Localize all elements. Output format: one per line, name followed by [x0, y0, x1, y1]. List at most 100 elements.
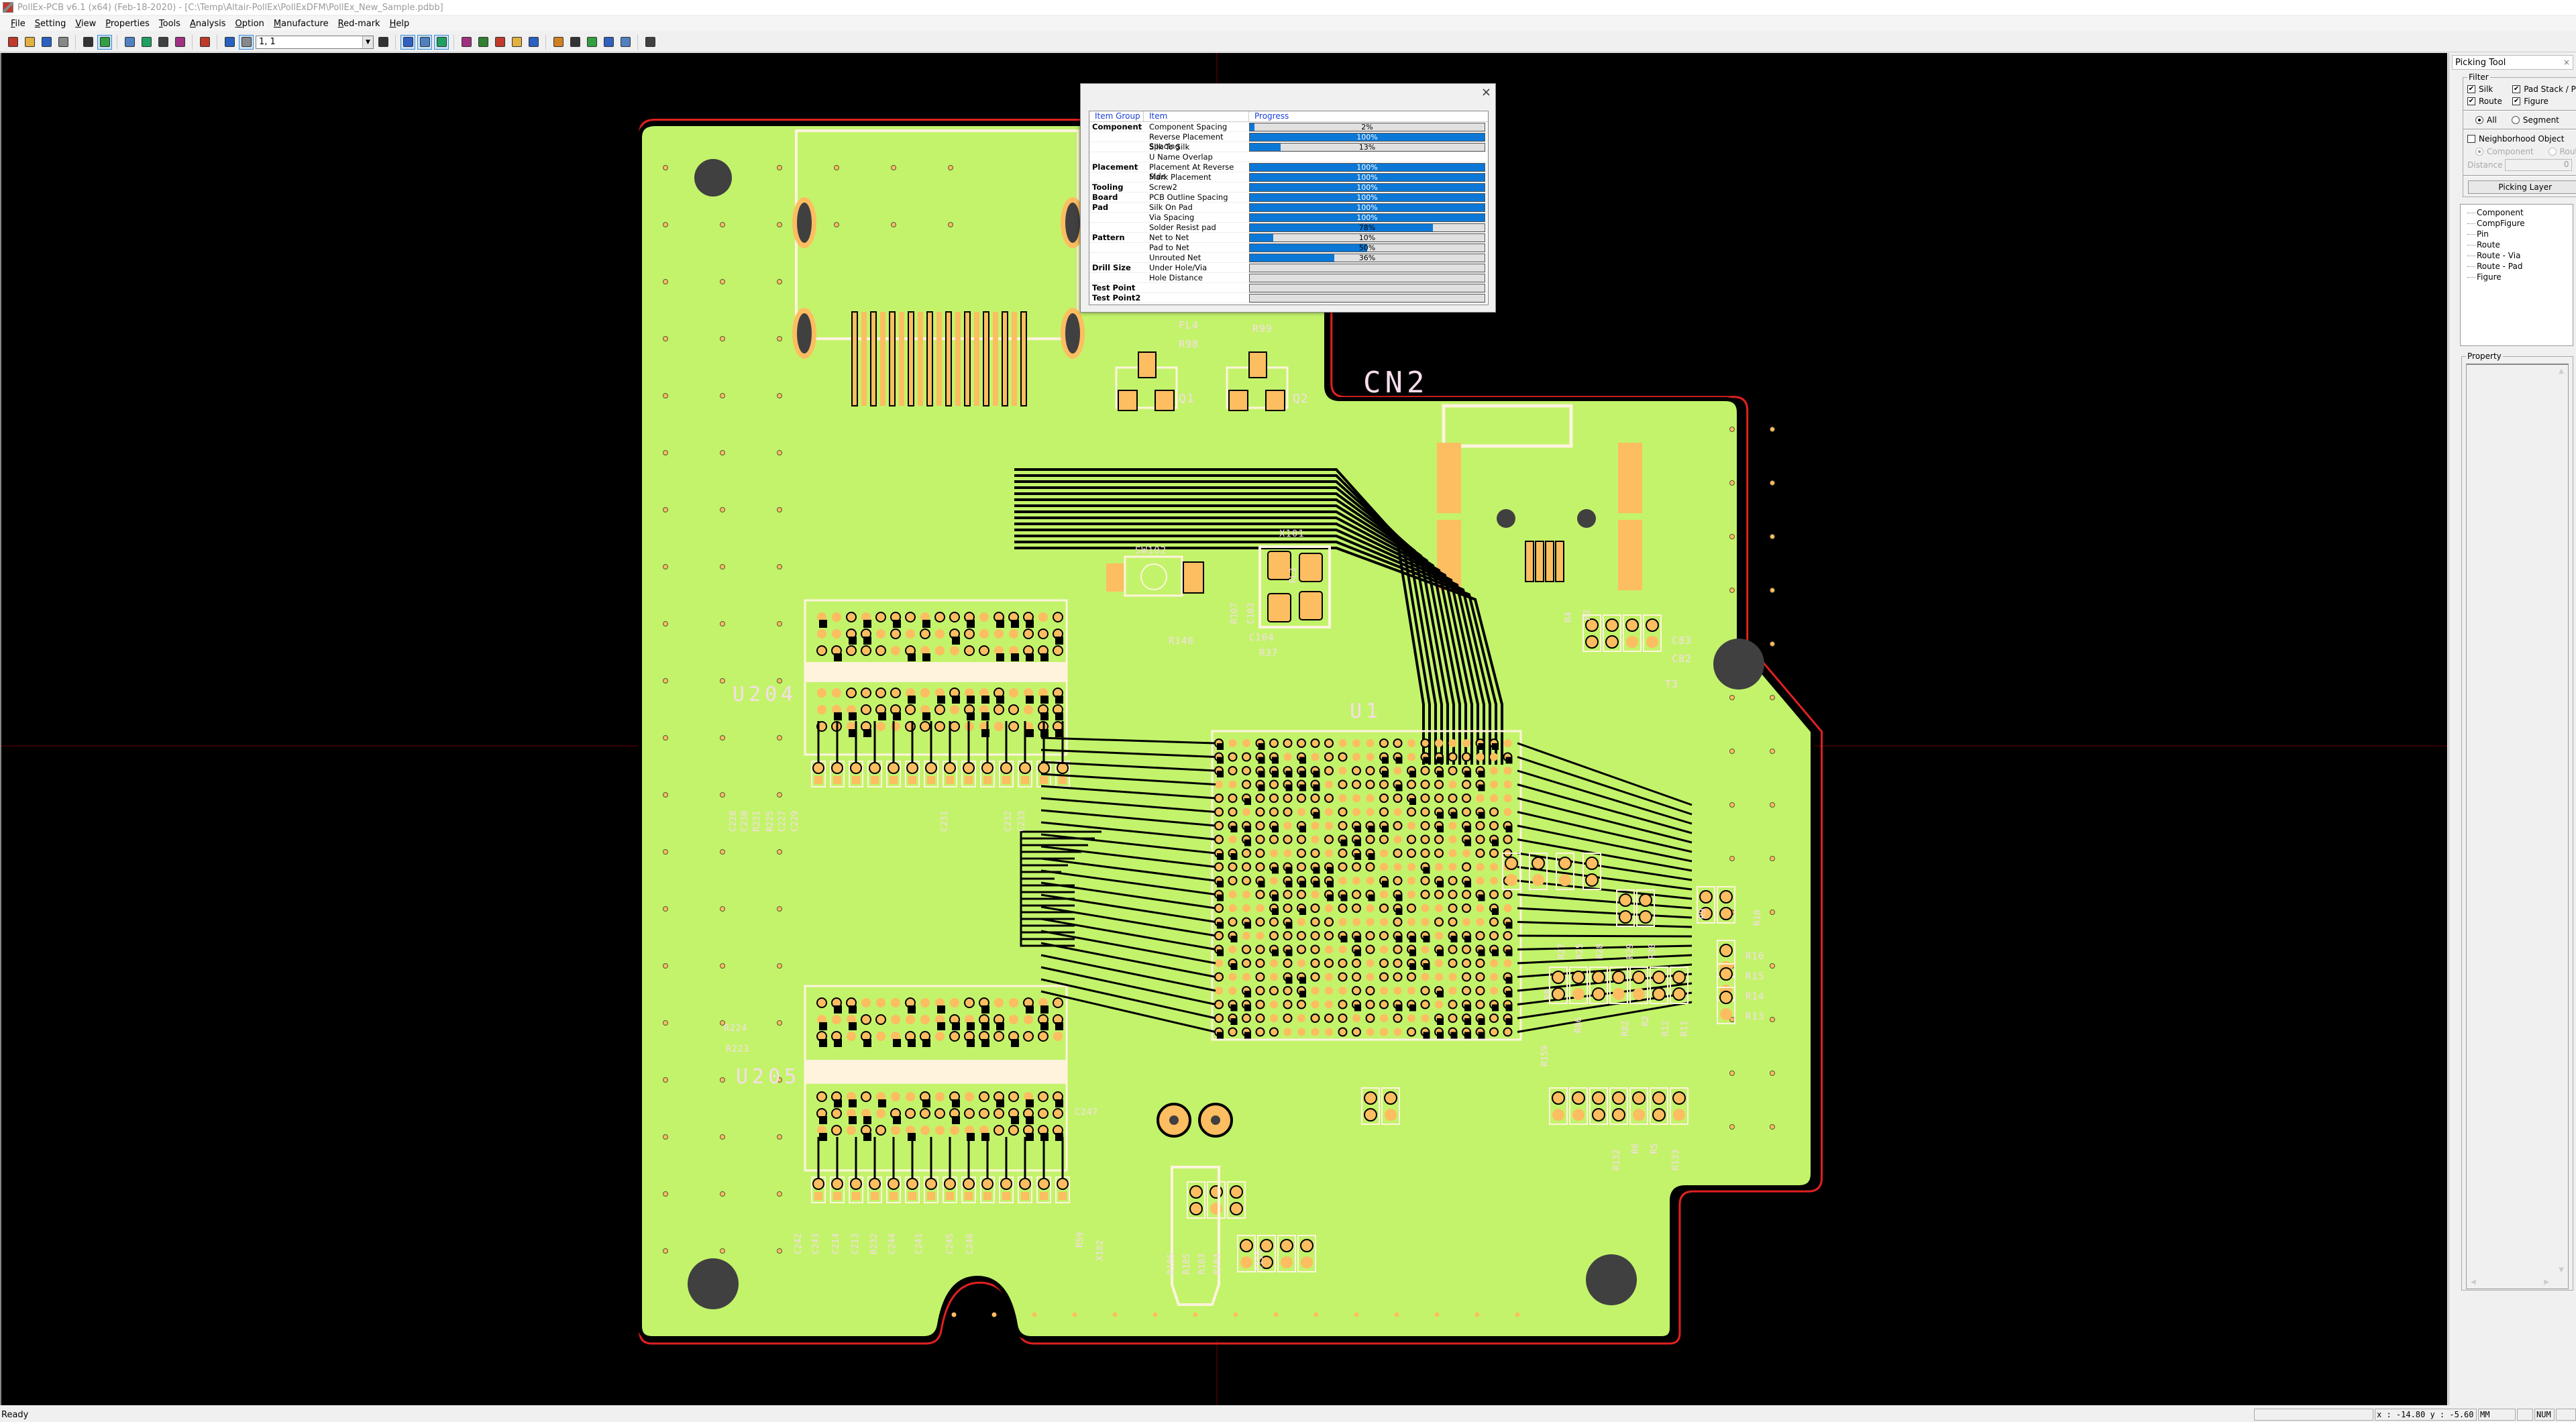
save-button[interactable] [39, 35, 54, 50]
tree-item-component[interactable]: Component [2467, 207, 2573, 218]
layer-p-button[interactable] [239, 34, 254, 50]
progress-row[interactable]: Drill Size Under Hole/Via [1089, 263, 1488, 273]
camera-button[interactable] [643, 35, 657, 50]
chevron-down-icon[interactable]: ▼ [362, 36, 373, 48]
menu-setting[interactable]: Setting [34, 18, 66, 29]
progress-row[interactable]: Tooling Screw2 100% [1089, 182, 1488, 193]
zoom-window-button[interactable] [156, 35, 170, 50]
copper-fill [1011, 653, 1019, 661]
bga-ball [1393, 1014, 1403, 1023]
tree-item-route-pad[interactable]: Route - Pad [2467, 261, 2573, 272]
tree-item-figure[interactable]: Figure [2467, 272, 2573, 282]
progress-row[interactable]: Component Component Spacing 2% [1089, 122, 1488, 132]
progress-row[interactable]: Via Spacing 100% [1089, 213, 1488, 223]
progress-row[interactable]: U Name Overlap [1089, 152, 1488, 162]
close-icon[interactable]: × [1481, 85, 1491, 99]
edit-button[interactable] [568, 35, 582, 50]
progress-row[interactable]: Test Point2 [1089, 293, 1488, 303]
layer-combo[interactable]: 1, 1▼ [256, 35, 374, 49]
menu-file[interactable]: File [11, 18, 25, 29]
display-both-button[interactable] [417, 34, 432, 50]
layer-view-button[interactable] [197, 35, 212, 50]
progress-row[interactable]: Board PCB Outline Spacing 100% [1089, 193, 1488, 203]
filter-pad-stack-pin-checkbox[interactable]: ✔Pad Stack / Pin [2512, 85, 2576, 94]
layer-settings-button[interactable] [376, 35, 390, 50]
progress-row[interactable]: Mark Placement 100% [1089, 172, 1488, 182]
bga-ball [1490, 794, 1498, 802]
text-view-button[interactable] [526, 35, 541, 50]
column-progress[interactable]: Progress [1254, 111, 1289, 121]
select-arrow-button[interactable] [97, 34, 112, 50]
capacitor-pad [831, 762, 843, 774]
filter-silk-checkbox[interactable]: ✔Silk [2467, 85, 2493, 94]
open-folder-button[interactable] [22, 35, 37, 50]
passive-pad [1613, 988, 1625, 1000]
progress-row[interactable]: Hole Distance [1089, 273, 1488, 283]
menu-red-mark[interactable]: Red-mark [337, 18, 380, 29]
scroll-left-icon[interactable]: ◀ [2471, 1278, 2476, 1286]
layer-a-button[interactable] [222, 35, 237, 50]
column-item[interactable]: Item [1144, 111, 1249, 121]
bga-ball [1283, 834, 1293, 844]
menu-view[interactable]: View [75, 18, 97, 29]
tree-item-compfigure[interactable]: CompFigure [2467, 218, 2573, 229]
display-top-button[interactable] [400, 34, 415, 50]
display-bottom-button[interactable] [434, 34, 449, 50]
report-button[interactable] [584, 35, 599, 50]
menu-analysis[interactable]: Analysis [189, 18, 226, 29]
filter-figure-checkbox[interactable]: ✔Figure [2512, 97, 2548, 106]
passive-silk [1603, 614, 1621, 652]
property-list[interactable]: ▲ ▼ ◀ ▶ [2466, 364, 2569, 1289]
component-view-button[interactable] [459, 35, 474, 50]
scroll-down-icon[interactable]: ▼ [2559, 1266, 2564, 1274]
neighborhood-component-radio[interactable]: Component [2475, 147, 2534, 156]
tree-item-route[interactable]: Route [2467, 239, 2573, 250]
item-cell: Silk On Pad [1149, 203, 1193, 212]
bga-ball [1475, 972, 1485, 982]
progress-row[interactable]: Pad Silk On Pad 100% [1089, 203, 1488, 213]
zoom-in-button[interactable] [122, 35, 137, 50]
menu-manufacture[interactable]: Manufacture [273, 18, 329, 29]
menu-help[interactable]: Help [389, 18, 410, 29]
neighborhood-route-radio[interactable]: Route [2548, 147, 2576, 156]
net-view-button[interactable] [492, 35, 507, 50]
progress-row[interactable]: Placement Placement At Reverse Side 100% [1089, 162, 1488, 181]
progress-row[interactable]: Solder Resist pad 78% [1089, 223, 1488, 233]
filter-route-checkbox[interactable]: ✔Route [2467, 97, 2502, 106]
scroll-up-icon[interactable]: ▲ [2559, 368, 2564, 375]
grid-view-button[interactable] [509, 35, 524, 50]
pin-view-button[interactable] [476, 35, 490, 50]
column-item-group[interactable]: Item Group [1089, 111, 1144, 121]
progress-row[interactable]: Unrouted Net 36% [1089, 253, 1488, 263]
progress-row[interactable]: Silk To Silk 13% [1089, 142, 1488, 152]
mode-segment-radio[interactable]: Segment [2511, 115, 2559, 125]
progress-row[interactable]: Pattern Net to Net 10% [1089, 233, 1488, 243]
check-button[interactable] [551, 35, 566, 50]
close-icon[interactable]: × [2563, 58, 2570, 67]
progress-row[interactable]: Reverse Placement Spacing 100% [1089, 132, 1488, 151]
zoom-fit-button[interactable] [172, 35, 187, 50]
progress-row[interactable]: Test Point [1089, 283, 1488, 293]
stitching-via [1193, 1312, 1198, 1317]
bga-ball [1269, 807, 1279, 817]
picking-layer-button[interactable]: Picking Layer [2468, 180, 2576, 194]
tree-item-route-via[interactable]: Route - Via [2467, 250, 2573, 261]
zoom-out-button[interactable] [139, 35, 154, 50]
passive-silk [1643, 614, 1662, 652]
dfm-button[interactable] [601, 35, 616, 50]
print-button[interactable] [56, 35, 70, 50]
distance-input[interactable]: 0 [2505, 159, 2573, 171]
menu-tools[interactable]: Tools [158, 18, 180, 29]
tree-item-pin[interactable]: Pin [2467, 229, 2573, 239]
mode-all-radio[interactable]: All [2475, 115, 2497, 125]
menu-option[interactable]: Option [235, 18, 264, 29]
tools-button[interactable] [618, 35, 633, 50]
menu-properties[interactable]: Properties [105, 18, 150, 29]
pencil-button[interactable] [80, 35, 95, 50]
close-design-button[interactable] [5, 35, 20, 50]
neighborhood-object-checkbox[interactable]: Neighborhood Object [2467, 134, 2576, 144]
progress-row[interactable]: Pad to Net 50% [1089, 243, 1488, 253]
scroll-right-icon[interactable]: ▶ [2544, 1278, 2549, 1286]
